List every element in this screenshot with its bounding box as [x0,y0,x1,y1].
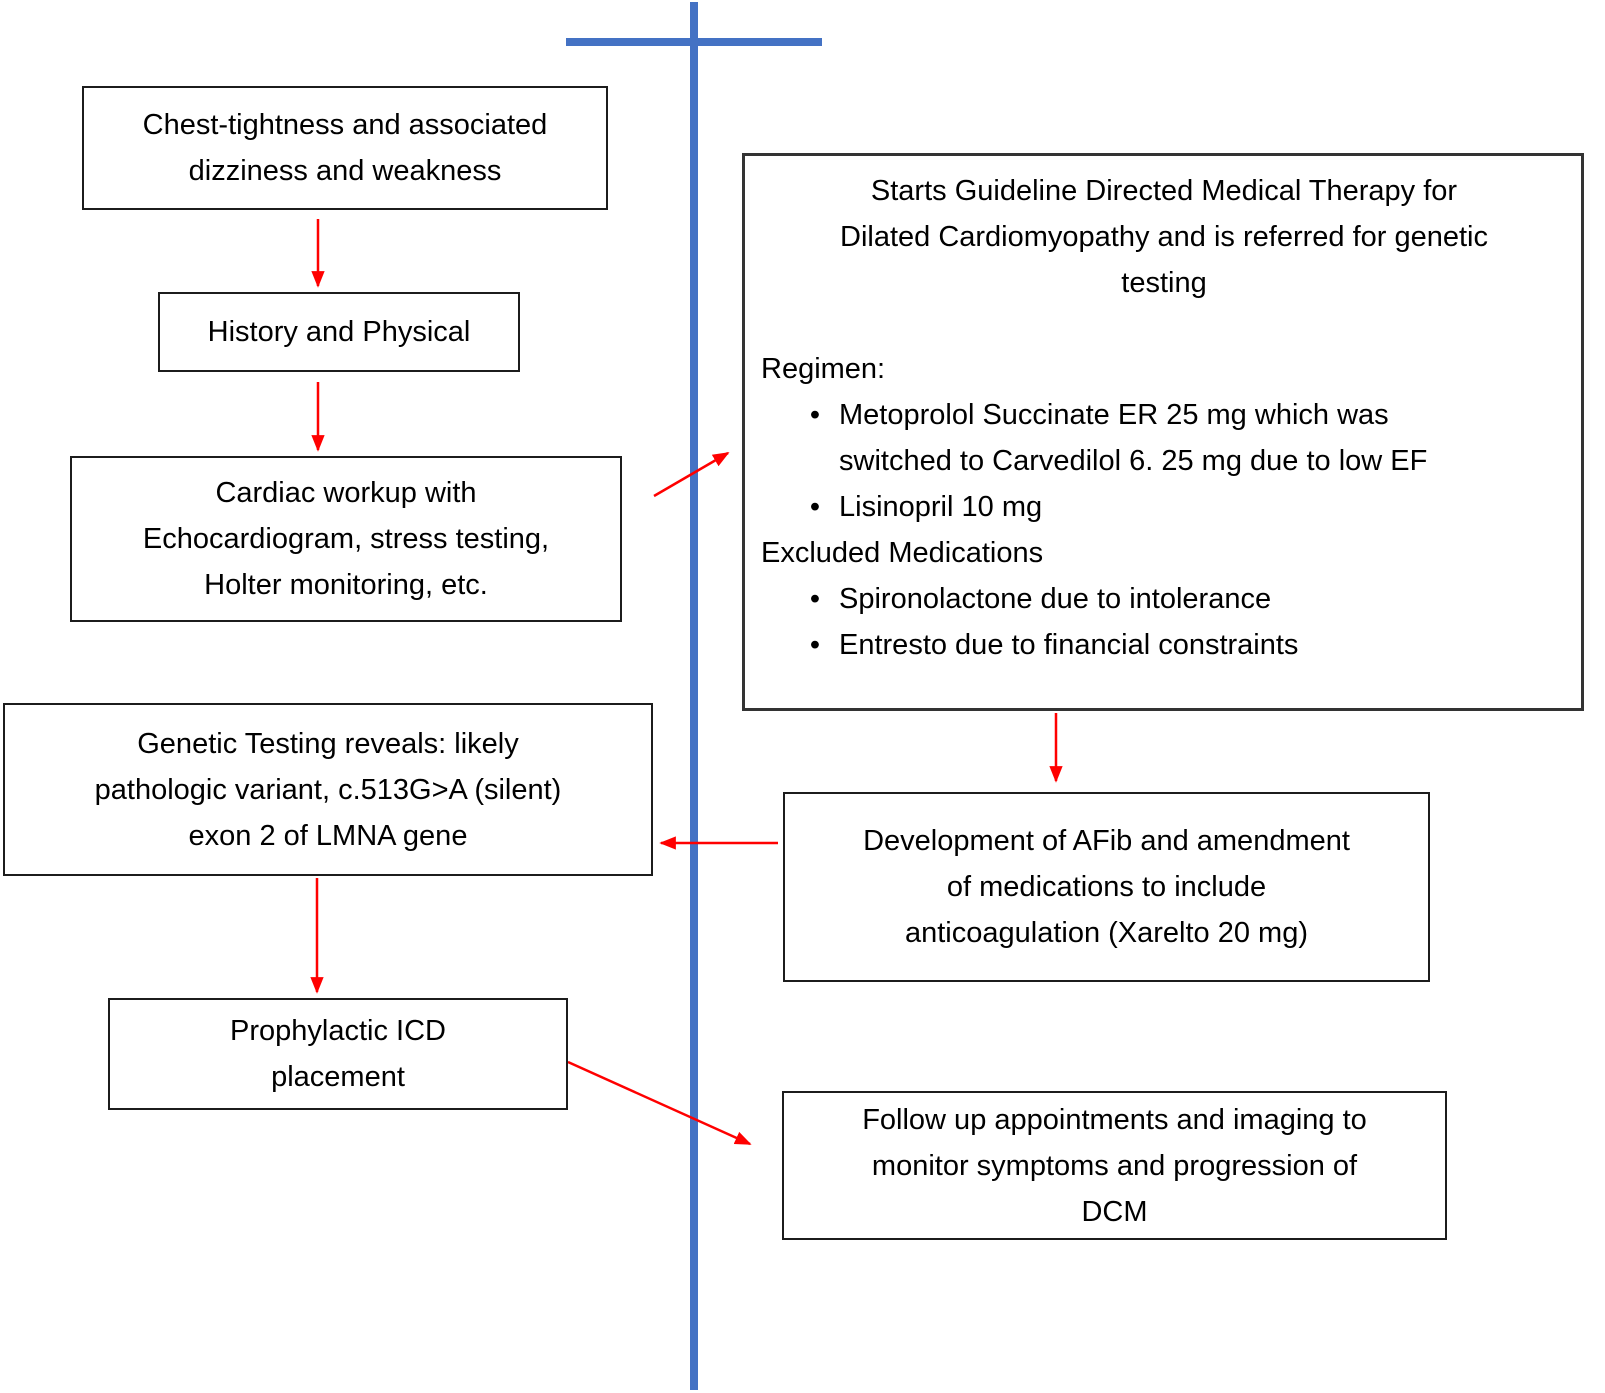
box-text-line: Genetic Testing reveals: likely [137,727,519,760]
flow-box-cardiac-workup: Cardiac workup with Echocardiogram, stre… [70,456,622,622]
list-item: • Metoprolol Succinate ER 25 mg which wa… [761,392,1567,484]
box-text-line: monitor symptoms and progression of [871,1149,1358,1182]
excluded-bullet-list: • Spironolactone due to intolerance • En… [761,576,1567,668]
regimen-bullet-list: • Metoprolol Succinate ER 25 mg which wa… [761,392,1567,530]
bullet-text: Metoprolol Succinate ER 25 mg which was … [839,392,1567,484]
box-text-line: Development of AFib and amendment [863,825,1350,857]
bullet-text: Lisinopril 10 mg [839,484,1567,530]
box-text-line: Dilated Cardiomyopathy and is referred f… [840,221,1488,253]
flow-box-gdmt: Starts Guideline Directed Medical Therap… [742,153,1584,711]
box-text-line: switched to Carvedilol 6. 25 mg due to l… [839,445,1428,477]
box-text-line: History and Physical [207,316,471,348]
box-text-line: Prophylactic ICD [230,1015,446,1047]
box-text-line: anticoagulation (Xarelto 20 mg) [904,917,1308,949]
list-item: • Spironolactone due to intolerance [761,576,1567,622]
gdmt-heading: Starts Guideline Directed Medical Therap… [761,168,1567,306]
box-text-line: DCM [1081,1195,1148,1228]
list-item: • Lisinopril 10 mg [761,484,1567,530]
box-text-line: placement [271,1061,405,1093]
flow-box-history-and-physical: History and Physical [158,292,520,372]
box-text-line: Spironolactone due to intolerance [839,583,1272,615]
arrow-icd-to-followup [567,1060,752,1146]
regimen-label: Regimen: [761,353,886,385]
bullet-dot: • [809,583,821,615]
box-text-line: Starts Guideline Directed Medical Therap… [870,175,1458,207]
bullet-dot: • [809,399,821,431]
box-text-line: of medications to include [946,871,1267,903]
box-text-line: Holter monitoring, etc. [204,569,488,601]
box-text-line: Lisinopril 10 mg [839,491,1043,523]
box-text-line: Echocardiogram, stress testing, [142,523,550,555]
bullet-text: Entresto due to financial constraints [839,622,1567,668]
flow-box-followup: Follow up appointments and imaging to mo… [782,1091,1447,1240]
box-text-line: exon 2 of LMNA gene [188,819,468,852]
excluded-medications-label: Excluded Medications [761,537,1044,569]
box-text-line: Chest-tightness and associated [142,109,548,141]
box-text-line: dizziness and weakness [188,155,502,187]
flow-box-symptoms: Chest-tightness and associated dizziness… [82,86,608,210]
list-item: • Entresto due to financial constraints [761,622,1567,668]
flow-box-icd-placement: Prophylactic ICD placement [108,998,568,1110]
box-text-line: Entresto due to financial constraints [839,629,1299,661]
box-text-line: Cardiac workup with [215,477,477,509]
flow-box-afib: Development of AFib and amendment of med… [783,792,1430,982]
timeline-vertical-line [690,2,698,1390]
box-text-line: Follow up appointments and imaging to [862,1103,1367,1136]
bullet-dot: • [809,491,821,523]
flow-box-genetic-testing: Genetic Testing reveals: likely patholog… [3,703,653,876]
box-text-line: testing [1121,267,1207,299]
bullet-dot: • [809,629,821,661]
box-text-line: Metoprolol Succinate ER 25 mg which was [839,399,1389,431]
timeline-horizontal-line [566,38,822,46]
bullet-text: Spironolactone due to intolerance [839,576,1567,622]
box-text-line: pathologic variant, c.513G>A (silent) [94,773,562,806]
